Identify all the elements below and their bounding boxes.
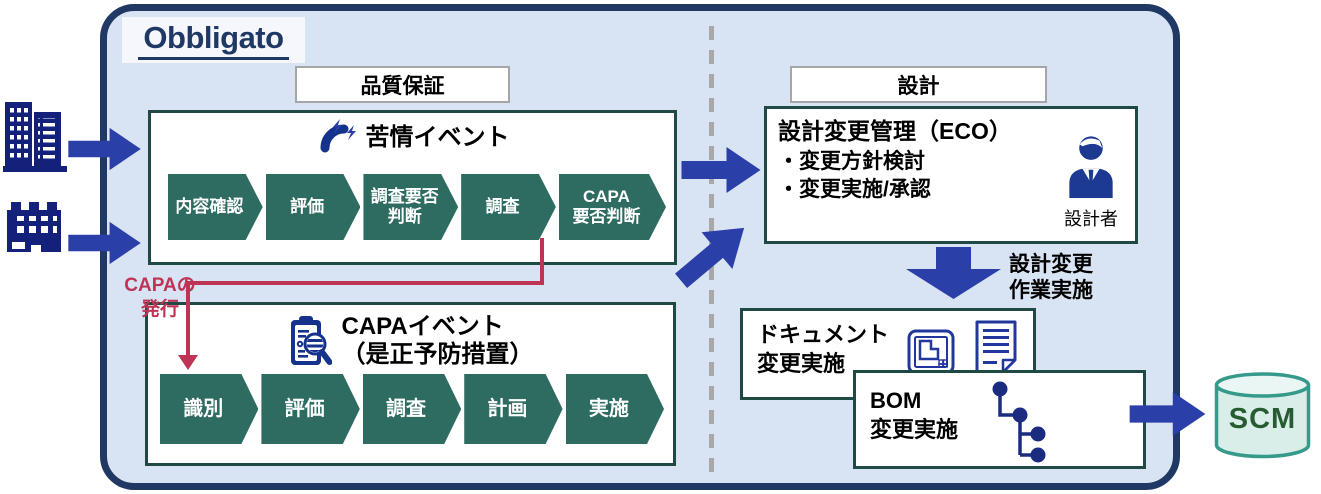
step-chevron: 調査 xyxy=(461,174,556,240)
step-chevron: CAPA 要否判断 xyxy=(559,174,666,240)
step-chevron: 調査要否 判断 xyxy=(363,174,458,240)
designer-label: 設計者 xyxy=(1064,209,1118,229)
capa-clipboard-search-icon xyxy=(288,314,332,368)
complaint-event-header: 苦情イベント xyxy=(151,118,674,158)
step-chevron: 実施 xyxy=(566,374,664,444)
bom-to-scm-arrow xyxy=(1128,391,1208,437)
database-cylinder-icon xyxy=(1214,372,1311,459)
eco-to-change-arrow xyxy=(905,247,1002,300)
eco-bullet: ・変更実施/承認 xyxy=(778,178,931,202)
capa-issue-connector-horizontal xyxy=(186,281,544,285)
step-chevron: 内容確認 xyxy=(168,174,263,240)
scm-label: SCM xyxy=(1228,402,1297,435)
step-chevron: 計画 xyxy=(464,374,562,444)
step-chevron: 評価 xyxy=(266,174,361,240)
obbligato-logo-text: Obbligato xyxy=(138,20,289,60)
obbligato-logo: Obbligato xyxy=(122,17,305,63)
capa-issue-arrowhead xyxy=(178,355,198,370)
design-work-label: 設計変更 作業実施 xyxy=(1009,253,1093,303)
design-section-label: 設計 xyxy=(790,66,1047,103)
phone-icon xyxy=(316,118,356,158)
complaint-event-title: 苦情イベント xyxy=(365,124,510,152)
office-buildings-icon xyxy=(3,99,69,173)
eco-title: 設計変更管理（ECO） xyxy=(778,118,1012,144)
step-chevron: 評価 xyxy=(261,374,359,444)
designer: 設計者 xyxy=(1056,134,1126,231)
input-arrow-top xyxy=(66,127,144,171)
bom-tree-icon xyxy=(982,377,1052,463)
scm-database: SCM xyxy=(1213,371,1312,459)
eco-text: 設計変更管理（ECO） ・変更方針検討 ・変更実施/承認 xyxy=(778,112,1012,205)
capa-process-steps: 識別 評価 調査 計画 実施 xyxy=(160,374,664,444)
eco-bullet: ・変更方針検討 xyxy=(778,150,925,173)
factory-building-icon xyxy=(5,202,63,252)
capa-issue-connector-vertical1 xyxy=(540,238,544,283)
complaint-process-steps: 内容確認 評価 調査要否 判断 調査 CAPA 要否判断 xyxy=(168,174,666,240)
step-chevron: 調査 xyxy=(363,374,461,444)
document-change-label: ドキュメント 変更実施 xyxy=(757,322,890,376)
input-arrow-bottom xyxy=(66,221,144,265)
cad-drawing-icon xyxy=(907,329,955,375)
designer-person-icon xyxy=(1064,134,1118,198)
capa-event-header: CAPAイベント （是正予防措置） xyxy=(148,313,673,368)
quality-assurance-section-label: 品質保証 xyxy=(295,66,510,103)
capa-issue-label: CAPAの 発行 xyxy=(124,275,196,320)
bom-change-box: BOM 変更実施 xyxy=(853,370,1146,469)
bom-change-label: BOM 変更実施 xyxy=(870,388,959,442)
document-icon xyxy=(973,319,1019,375)
capa-to-eco-arrow xyxy=(664,207,762,301)
capa-issue-connector-vertical2 xyxy=(186,281,190,357)
capa-event-title: CAPAイベント （是正予防措置） xyxy=(341,313,534,368)
step-chevron: 識別 xyxy=(160,374,258,444)
complaint-to-eco-arrow xyxy=(681,146,762,194)
